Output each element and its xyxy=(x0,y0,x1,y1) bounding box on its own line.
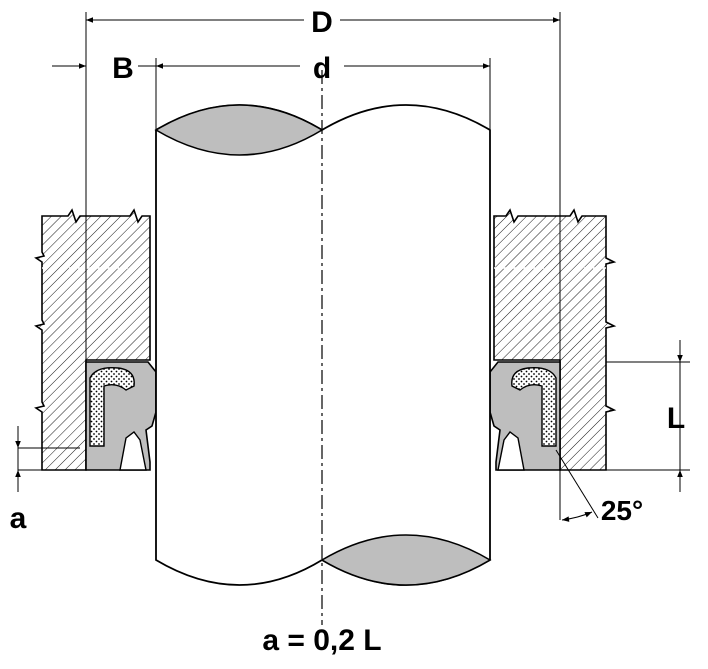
left-seal xyxy=(85,361,157,471)
label-a: a xyxy=(10,502,27,535)
extension-lines xyxy=(18,12,690,520)
dimension-D: D xyxy=(86,6,560,39)
dimension-d: d xyxy=(156,52,490,85)
dimension-a: a xyxy=(10,426,27,535)
label-L: L xyxy=(667,402,685,435)
dimension-B: B xyxy=(52,52,156,85)
formula-text: a = 0,2 L xyxy=(262,624,381,657)
right-seal xyxy=(489,361,561,471)
shaft xyxy=(154,104,492,586)
label-B: B xyxy=(112,52,134,85)
dimension-L: L xyxy=(667,340,685,492)
dimension-angle: 25° xyxy=(555,449,643,526)
label-d: d xyxy=(313,52,331,85)
right-housing xyxy=(493,208,617,471)
label-D: D xyxy=(311,6,333,39)
label-angle: 25° xyxy=(601,495,643,526)
